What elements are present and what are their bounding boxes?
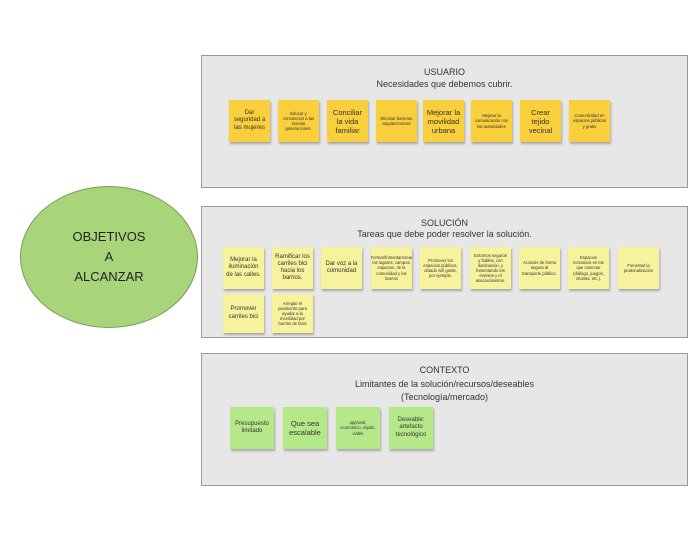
sticky-note[interactable]: Arreglar el pavimento para ayudar a la m… — [272, 294, 313, 333]
panel-subtitle: Tareas que debe poder resolver la soluci… — [357, 229, 532, 239]
sticky-note[interactable]: Entornos seguros y fiables, con iluminac… — [470, 247, 511, 289]
panel-subtitle: Necesidades que debemos cubrir. — [376, 79, 513, 89]
sticky-note[interactable]: Crear tejido vecinal — [520, 100, 561, 142]
panel-title: SOLUCIÓN — [420, 218, 468, 228]
sticky-note[interactable]: Educar y concienciar a las nuevas genera… — [278, 100, 319, 142]
sticky-note[interactable]: app/web, económico, rápido, viable — [336, 407, 380, 449]
sticky-note[interactable]: Presupuesto limitado — [230, 407, 274, 449]
panel-subtitle: Limitantes de la solución/recursos/desea… — [354, 379, 535, 389]
panel-title: USUARIO — [423, 67, 465, 77]
sticky-note[interactable]: Mejorar la comunicación con las autorida… — [471, 100, 512, 142]
sticky-note[interactable]: Ramificar los carriles bici hacia los ba… — [272, 247, 313, 289]
sticky-note[interactable]: Eliminar barreras arquitectonicas — [376, 100, 417, 142]
panel-title: CONTEXTO — [419, 365, 470, 375]
sticky-note[interactable]: Formar/fomentar/crear los lugares, campo… — [371, 247, 412, 289]
sticky-note[interactable]: Que sea escalable — [283, 407, 327, 449]
panel-solucion: SOLUCIÓN Tareas que debe poder resolver … — [201, 206, 688, 338]
sticky-note[interactable]: Dar voz a la comunidad — [321, 247, 362, 289]
sticky-note[interactable]: Conectividad en espacios públicos y grat… — [569, 100, 610, 142]
sticky-note[interactable]: Dar seguridad a las mujeres — [229, 100, 270, 142]
sticky-note[interactable]: Fomentar la peatonalización — [618, 247, 659, 289]
sticky-note[interactable]: Promover los espacios públicos, dotado w… — [420, 247, 461, 289]
objectives-circle: OBJETIVOS A ALCANZAR — [20, 186, 198, 328]
panel-usuario: USUARIO Necesidades que debemos cubrir. … — [201, 55, 688, 188]
panel-contexto: CONTEXTO Limitantes de la solución/recur… — [201, 353, 688, 486]
sticky-note[interactable]: Promover carriles bici — [223, 294, 264, 333]
sticky-note[interactable]: Mejorar la movilidad urbana — [423, 100, 464, 142]
sticky-note[interactable]: Espacios inclusivos en los que conectar … — [568, 247, 609, 289]
sticky-note[interactable]: Deseable: artefacto tecnológico — [389, 407, 433, 449]
sticky-note[interactable]: Mejorar la iluminación de las calles. — [223, 247, 264, 289]
sticky-note[interactable]: Acceder de forma segura al transporte pú… — [519, 247, 560, 289]
panel-subtitle-2: (Tecnología/mercado) — [400, 392, 489, 402]
sticky-note[interactable]: Conciliar la vida familiar — [327, 100, 368, 142]
